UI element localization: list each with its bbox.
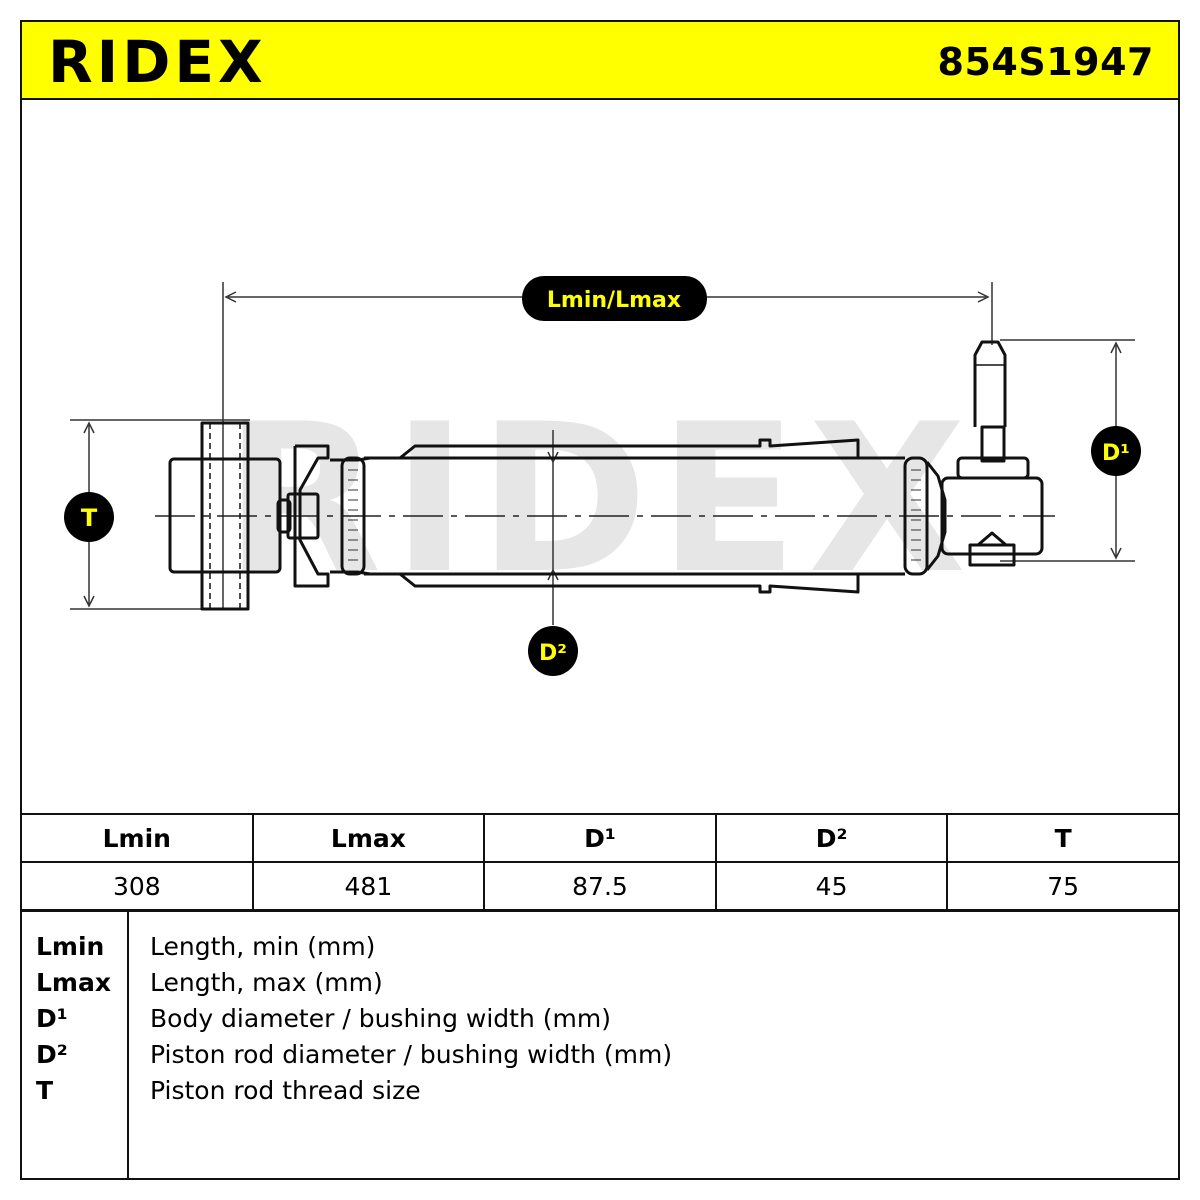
t-label-text: T	[81, 504, 98, 532]
spec-header-row: Lmin Lmax D¹ D² T	[20, 813, 1180, 863]
legend-box: Lmin Length, min (mm) Lmax Length, max (…	[20, 910, 1180, 1180]
spec-header-lmin: Lmin	[20, 813, 254, 863]
legend-desc: Piston rod diameter / bushing width (mm)	[150, 1040, 673, 1069]
spec-table: Lmin Lmax D¹ D² T 308 481 87.5 45 75	[20, 813, 1180, 911]
spec-value-d2: 45	[714, 861, 949, 911]
header-bar: RIDEX 854S1947	[20, 20, 1180, 100]
d1-label: D¹	[1091, 426, 1141, 476]
spec-header-lmax: Lmax	[251, 813, 486, 863]
d2-dimension	[547, 430, 559, 625]
legend-row: T Piston rod thread size	[22, 1076, 1122, 1112]
legend-desc: Length, min (mm)	[150, 932, 376, 961]
legend-key: D¹	[36, 1004, 68, 1033]
legend-key: D²	[36, 1040, 68, 1069]
watermark-text: RIDEX	[224, 381, 976, 619]
d2-label: D²	[528, 626, 578, 676]
legend-row: D¹ Body diameter / bushing width (mm)	[22, 1004, 1122, 1040]
ridex-logo: RIDEX	[48, 28, 267, 92]
legend-row: D² Piston rod diameter / bushing width (…	[22, 1040, 1122, 1076]
length-label-text: Lmin/Lmax	[547, 288, 681, 313]
spec-value-lmin: 308	[20, 861, 254, 911]
part-number: 854S1947	[937, 40, 1154, 84]
legend-desc: Piston rod thread size	[150, 1076, 421, 1105]
knurling	[348, 469, 921, 561]
legend-divider	[127, 912, 129, 1178]
legend-row: Lmin Length, min (mm)	[22, 932, 1122, 968]
length-label: Lmin/Lmax	[522, 276, 707, 321]
spec-value-t: 75	[946, 861, 1180, 911]
d1-label-text: D¹	[1102, 441, 1130, 466]
legend-key: Lmin	[36, 932, 105, 961]
spec-value-row: 308 481 87.5 45 75	[20, 861, 1180, 911]
legend-row: Lmax Length, max (mm)	[22, 968, 1122, 1004]
spec-header-d1: D¹	[483, 813, 717, 863]
t-label: T	[64, 492, 114, 542]
brand-logo-text: RIDEX	[48, 28, 267, 92]
legend-key: Lmax	[36, 968, 111, 997]
spec-header-t: T	[946, 813, 1180, 863]
spec-value-lmax: 481	[251, 861, 486, 911]
shock-absorber	[168, 340, 1044, 611]
legend-desc: Body diameter / bushing width (mm)	[150, 1004, 611, 1033]
spec-value-d1: 87.5	[483, 861, 717, 911]
legend-desc: Length, max (mm)	[150, 968, 383, 997]
spec-header-d2: D²	[714, 813, 949, 863]
legend-key: T	[36, 1076, 54, 1105]
d2-label-text: D²	[539, 641, 567, 666]
